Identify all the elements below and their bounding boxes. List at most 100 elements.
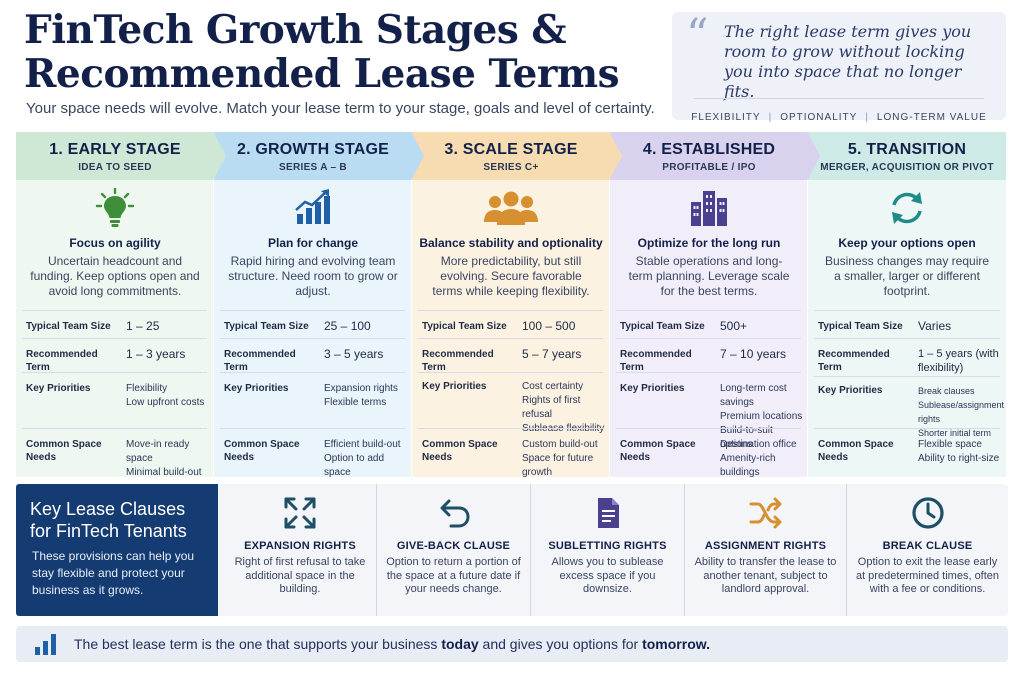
return-arrow-icon [437,496,471,530]
stage-title: 1. EARLY STAGE [49,141,181,158]
clauses-intro: Key Lease Clauses for FinTech Tenants Th… [16,484,218,616]
clause-description: Option to exit the lease early at predet… [855,556,1000,595]
row-label: Key Priorities [422,381,487,392]
list-item: Long-term cost savings [720,383,787,408]
quote-tag: OPTIONALITY [780,112,858,123]
clock-icon [911,496,945,530]
row-divider [418,338,603,339]
row-divider [616,428,801,429]
stage-column-scale: Balance stability and optionality More p… [412,132,622,478]
clause-give-back: GIVE-BACK CLAUSE Option to return a port… [376,484,530,616]
quote-mark-icon: “ [686,10,709,61]
term-value: 3 – 5 years [324,347,384,361]
clauses-intro-title: Key Lease Clauses for FinTech Tenants [30,499,187,541]
row-label: Recommended Term [818,349,890,373]
row-divider [616,338,801,339]
term-value: 5 – 7 years [522,347,582,361]
list-item: Custom build-out [522,439,598,450]
footer-text: The best lease term is the one that supp… [74,636,710,652]
list-item: Low upfront costs [126,397,205,408]
row-label: Key Priorities [26,383,91,394]
row-label: Typical Team Size [620,321,705,332]
row-label: Typical Team Size [224,321,309,332]
team-size-value: 500+ [720,319,748,333]
clause-expansion-rights: EXPANSION RIGHTS Right of first refusal … [222,484,378,616]
team-icon [481,188,541,228]
row-divider [220,338,405,339]
stage-header: 4. ESTABLISHED PROFITABLE / IPO [610,132,820,180]
row-divider [418,428,603,429]
page-subtitle: Your space needs will evolve. Match your… [26,100,655,117]
clause-subletting-rights: SUBLETTING RIGHTS Allows you to sublease… [530,484,684,616]
row-label: Key Priorities [224,383,289,394]
footer-emphasis-tomorrow: tomorrow. [642,636,711,652]
list-item: Minimal build-out [126,467,202,478]
row-divider [22,372,207,373]
stage-title: 3. SCALE STAGE [444,141,578,158]
page-title: FinTech Growth Stages & Recommended Leas… [24,8,644,96]
expand-arrows-icon [283,496,317,530]
clause-description: Option to return a portion of the space … [386,556,521,595]
term-value: 1 – 5 years (with flexibility) [918,348,999,374]
row-label: Recommended Term [620,349,692,373]
stage-column-established: Optimize for the long run Stable operati… [610,132,820,478]
row-divider [22,338,207,339]
row-label: Recommended Term [422,349,494,373]
list-item: Expansion rights [324,383,398,394]
team-size-value: 1 – 25 [126,319,160,333]
stage-subtitle: MERGER, ACQUISITION OR PIVOT [820,162,994,173]
quote-box: “ The right lease term gives you room to… [672,10,1006,123]
clause-title: BREAK CLAUSE [882,540,973,552]
row-divider [220,428,405,429]
stage-focus: Plan for change [267,236,359,250]
stage-column-growth: Plan for change Rapid hiring and evolvin… [214,132,424,480]
row-label: Common Space Needs [224,439,300,463]
shuffle-icon [749,496,783,530]
clause-assignment-rights: ASSIGNMENT RIGHTS Ability to transfer th… [684,484,846,616]
title-line-1: FinTech Growth Stages & [24,7,567,53]
list-item: Rights of first refusal [522,395,581,420]
list-item: Destination office [720,439,797,450]
clause-description: Ability to transfer the lease to another… [694,556,837,595]
buildings-icon [689,188,729,228]
growth-chart-icon [293,188,333,228]
row-label: Recommended Term [26,349,98,373]
stage-header: 5. TRANSITION MERGER, ACQUISITION OR PIV… [808,132,1006,180]
footer-text-part: The best lease term is the one that supp… [74,636,442,652]
footer-banner: The best lease term is the one that supp… [16,626,1008,662]
list-item: Flexible terms [324,397,387,408]
stage-description: Rapid hiring and evolving team structure… [228,254,398,298]
row-label: Common Space Needs [620,439,696,463]
row-label: Common Space Needs [422,439,498,463]
row-label: Typical Team Size [422,321,507,332]
stage-focus: Balance stability and optionality [419,236,603,250]
stage-body: Optimize for the long run Stable operati… [610,180,808,478]
stage-column-transition: Keep your options open Business changes … [808,132,1006,477]
list-item: Break clauses [918,386,975,396]
row-divider [616,372,801,373]
stage-header: 3. SCALE STAGE SERIES C+ [412,132,622,180]
quote-tag: FLEXIBILITY [691,112,761,123]
quote-tags: FLEXIBILITY|OPTIONALITY|LONG-TERM VALUE [672,112,1006,123]
clause-title: SUBLETTING RIGHTS [548,540,667,552]
stage-focus: Optimize for the long run [637,236,781,250]
row-label: Typical Team Size [818,321,903,332]
row-label: Common Space Needs [818,439,894,463]
stage-description: Uncertain headcount and funding. Keep op… [30,254,200,298]
stage-title: 4. ESTABLISHED [642,141,776,158]
row-divider [814,376,1000,377]
list-item: Space for future growth [522,453,594,478]
list-item: Flexibility [126,383,168,394]
row-divider [814,428,1000,429]
quote-tag: LONG-TERM VALUE [876,112,987,123]
document-icon [591,496,625,530]
footer-text-part: and gives you options for [478,636,643,652]
stage-description: Stable operations and long-term planning… [628,254,790,298]
stage-subtitle: IDEA TO SEED [78,162,152,173]
stage-body: Plan for change Rapid hiring and evolvin… [214,180,412,480]
stage-focus: Keep your options open [838,236,976,250]
